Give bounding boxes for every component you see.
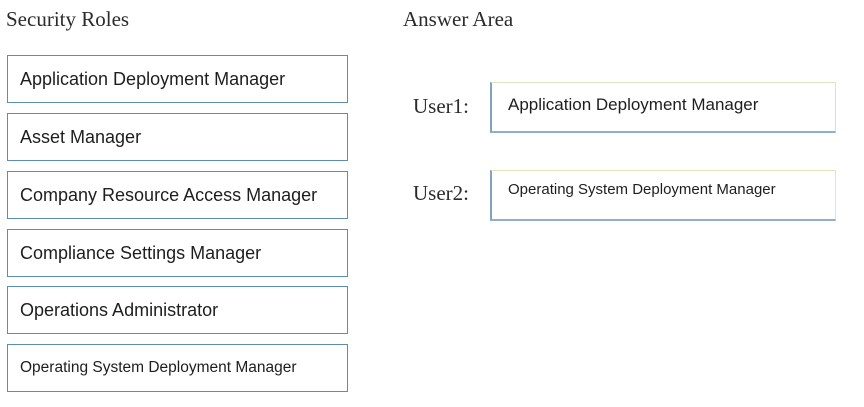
role-operating-system-deployment-manager[interactable]: Operating System Deployment Manager	[7, 344, 348, 392]
role-compliance-settings-manager[interactable]: Compliance Settings Manager	[7, 229, 348, 277]
role-application-deployment-manager[interactable]: Application Deployment Manager	[7, 55, 348, 103]
answer-slot-user2[interactable]: Operating System Deployment Manager	[490, 170, 836, 221]
role-asset-manager[interactable]: Asset Manager	[7, 113, 348, 161]
user2-label: User2:	[413, 181, 469, 205]
security-roles-heading: Security Roles	[6, 7, 130, 31]
role-company-resource-access-manager[interactable]: Company Resource Access Manager	[7, 171, 348, 219]
answer-area-heading: Answer Area	[403, 7, 514, 31]
user1-label: User1:	[413, 94, 469, 118]
answer-slot-user1[interactable]: Application Deployment Manager	[490, 82, 836, 133]
role-operations-administrator[interactable]: Operations Administrator	[7, 286, 348, 334]
